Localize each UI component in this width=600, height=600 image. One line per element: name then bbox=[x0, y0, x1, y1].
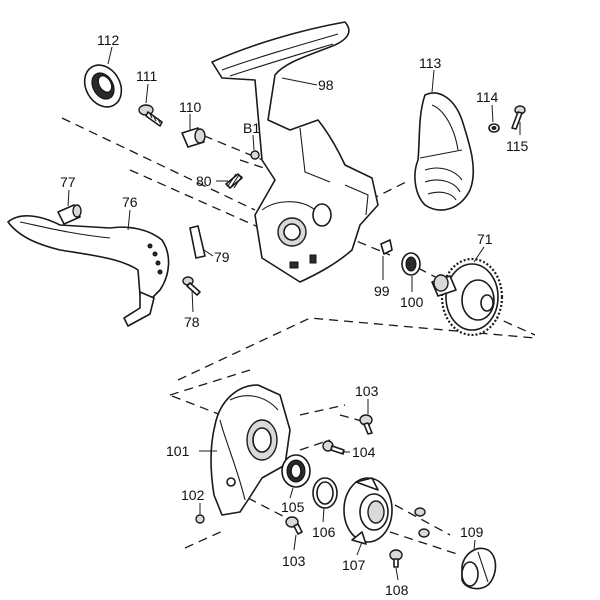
screw-part-102 bbox=[195, 514, 205, 524]
label-108: 108 bbox=[385, 582, 409, 598]
label-114: 114 bbox=[476, 89, 499, 105]
label-99: 99 bbox=[374, 283, 390, 299]
label-102: 102 bbox=[181, 487, 205, 503]
screws-near-part-107 bbox=[414, 507, 430, 538]
bearing-part-105 bbox=[281, 454, 311, 488]
spring-part-80 bbox=[225, 173, 243, 189]
clip-part-99 bbox=[380, 239, 393, 255]
washer-part-114 bbox=[488, 123, 500, 133]
label-79: 79 bbox=[214, 249, 230, 265]
o-ring-part-106 bbox=[312, 477, 338, 509]
label-111: 111 bbox=[136, 68, 157, 84]
label-80: 80 bbox=[196, 173, 212, 189]
label-77: 77 bbox=[60, 174, 76, 190]
screw-part-108 bbox=[389, 549, 403, 568]
label-104: 104 bbox=[352, 444, 376, 460]
label-113: 113 bbox=[419, 55, 442, 71]
label-98: 98 bbox=[318, 77, 334, 93]
label-107: 107 bbox=[342, 557, 366, 573]
clip-part-79 bbox=[189, 225, 206, 259]
label-112: 112 bbox=[97, 32, 120, 48]
label-100: 100 bbox=[400, 294, 424, 310]
pin-part-B1 bbox=[250, 150, 260, 160]
screw-part-78 bbox=[182, 276, 201, 296]
body-frame-part-98 bbox=[211, 21, 379, 283]
label-106: 106 bbox=[312, 524, 336, 540]
label-leader-lines bbox=[67, 46, 521, 581]
label-76: 76 bbox=[122, 194, 138, 210]
flange-cover-part-107 bbox=[343, 477, 393, 545]
label-110: 110 bbox=[179, 99, 202, 115]
screw-part-104 bbox=[322, 440, 345, 455]
bearing-part-100 bbox=[401, 252, 421, 276]
label-71: 71 bbox=[477, 231, 493, 247]
pin-part-77 bbox=[57, 204, 82, 225]
part-number-labels: 112 111 110 B1 98 113 114 115 77 76 80 7… bbox=[60, 32, 529, 598]
cap-ring-part-112 bbox=[83, 64, 123, 108]
side-cover-part-113 bbox=[414, 92, 475, 211]
label-105: 105 bbox=[281, 499, 305, 515]
label-B1: B1 bbox=[243, 120, 260, 136]
cap-part-109 bbox=[461, 547, 497, 590]
screw-part-111 bbox=[138, 104, 163, 127]
bail-arm-part-76 bbox=[7, 215, 170, 327]
label-78: 78 bbox=[184, 314, 200, 330]
rotor-housing-part-101 bbox=[210, 384, 291, 516]
label-103-lower: 103 bbox=[282, 553, 306, 569]
label-109: 109 bbox=[460, 524, 484, 540]
label-101: 101 bbox=[166, 443, 190, 459]
label-103-upper: 103 bbox=[355, 383, 379, 399]
bushing-part-110 bbox=[181, 127, 206, 148]
screw-part-103-upper bbox=[359, 414, 373, 435]
label-115: 115 bbox=[506, 138, 529, 154]
screw-part-115 bbox=[511, 105, 526, 130]
drive-gear-part-71 bbox=[431, 257, 504, 337]
screw-part-103-lower bbox=[285, 516, 303, 535]
